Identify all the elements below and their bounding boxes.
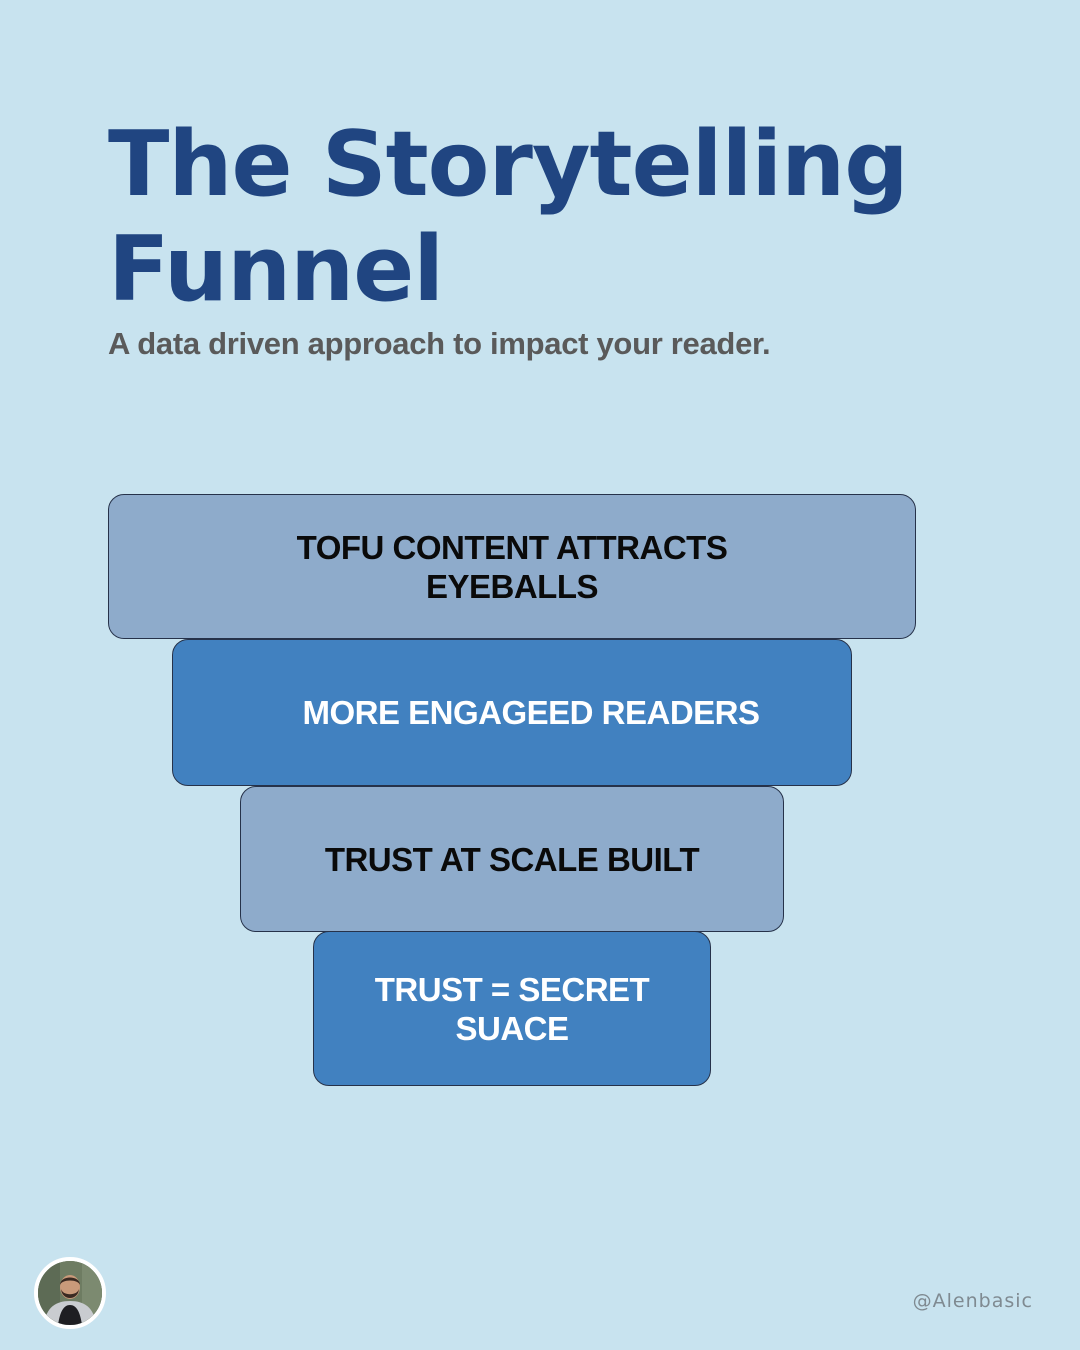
funnel-level-3: TRUST AT SCALE BUILT	[240, 786, 784, 932]
funnel-level-2: MORE ENGAGEED READERS	[172, 639, 852, 786]
author-handle: @Alenbasic	[912, 1290, 1033, 1312]
funnel-level-1: TOFU CONTENT ATTRACTS EYEBALLS	[108, 494, 916, 639]
funnel-level-1-label: TOFU CONTENT ATTRACTS EYEBALLS	[296, 528, 728, 605]
page-subtitle: A data driven approach to impact your re…	[108, 326, 771, 361]
funnel-level-3-label: TRUST AT SCALE BUILT	[324, 840, 700, 878]
funnel-level-2-label: MORE ENGAGEED READERS	[302, 694, 760, 731]
profile-photo-icon	[38, 1261, 102, 1325]
avatar	[34, 1257, 106, 1329]
funnel-level-4-label: TRUST = SECRET SUACE	[374, 970, 650, 1047]
funnel-level-4: TRUST = SECRET SUACE	[313, 931, 711, 1086]
page-title: The Storytelling Funnel	[108, 112, 909, 322]
